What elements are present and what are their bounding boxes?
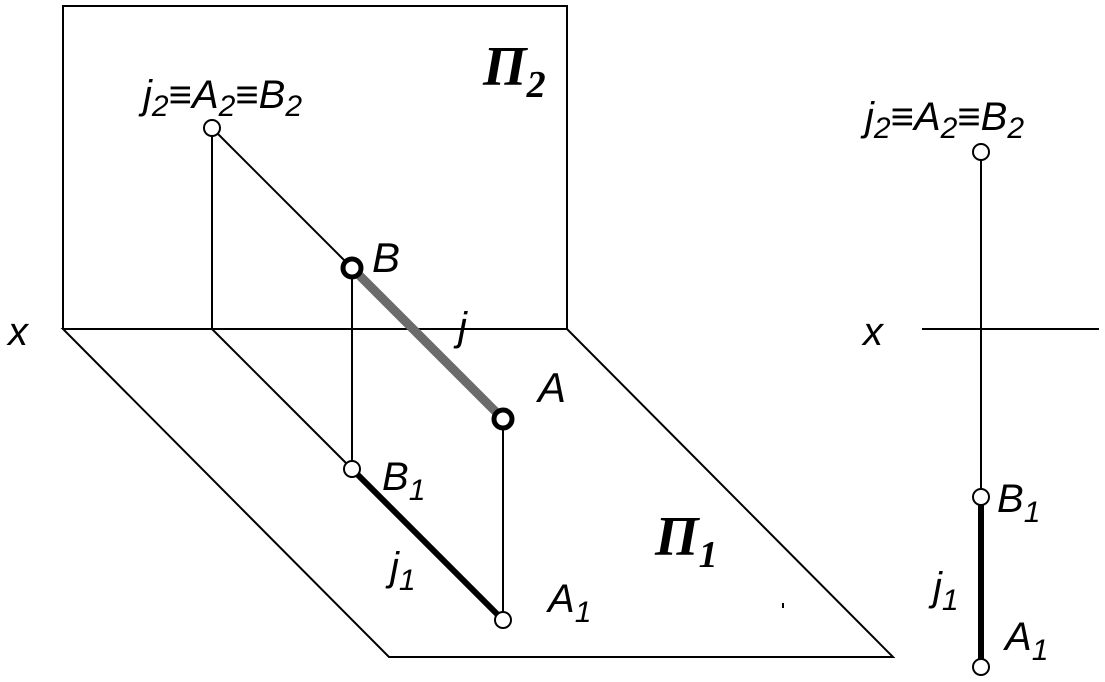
axis-x-left: x — [6, 310, 30, 354]
line-j-label: j — [453, 305, 468, 349]
plane-p2-label: Π2 — [482, 36, 546, 106]
label-b1: B1 — [382, 455, 425, 507]
point-j2 — [203, 119, 221, 137]
axis-x-right: x — [861, 310, 885, 354]
segment-ab — [348, 264, 507, 423]
label-j2-a2-b2-left: j2≡A2≡B2 — [138, 73, 302, 123]
point-a1 — [494, 611, 512, 629]
point-b1 — [343, 460, 361, 478]
point-b — [340, 256, 364, 280]
plane-p1-frame — [60, 328, 896, 658]
plane-p2-frame — [62, 5, 568, 329]
point-a — [491, 407, 515, 431]
right-point-b1 — [972, 488, 990, 506]
label-b: B — [372, 234, 400, 281]
right-label-a1: A1 — [1003, 615, 1048, 667]
segment-j1 — [349, 466, 506, 623]
label-j2-a2-b2-right: j2≡A2≡B2 — [860, 95, 1024, 145]
label-j1: j1 — [385, 545, 416, 597]
receding-line — [211, 328, 353, 470]
right-label-b1: B1 — [997, 477, 1040, 529]
label-a: A — [535, 364, 566, 411]
label-a1: A1 — [546, 577, 591, 629]
speck — [782, 603, 784, 608]
right-point-j2 — [972, 143, 990, 161]
right-label-j1: j1 — [928, 565, 959, 617]
line-j-upper — [211, 127, 353, 269]
right-point-a1 — [972, 658, 990, 676]
plane-p1-label: Π1 — [654, 506, 718, 576]
